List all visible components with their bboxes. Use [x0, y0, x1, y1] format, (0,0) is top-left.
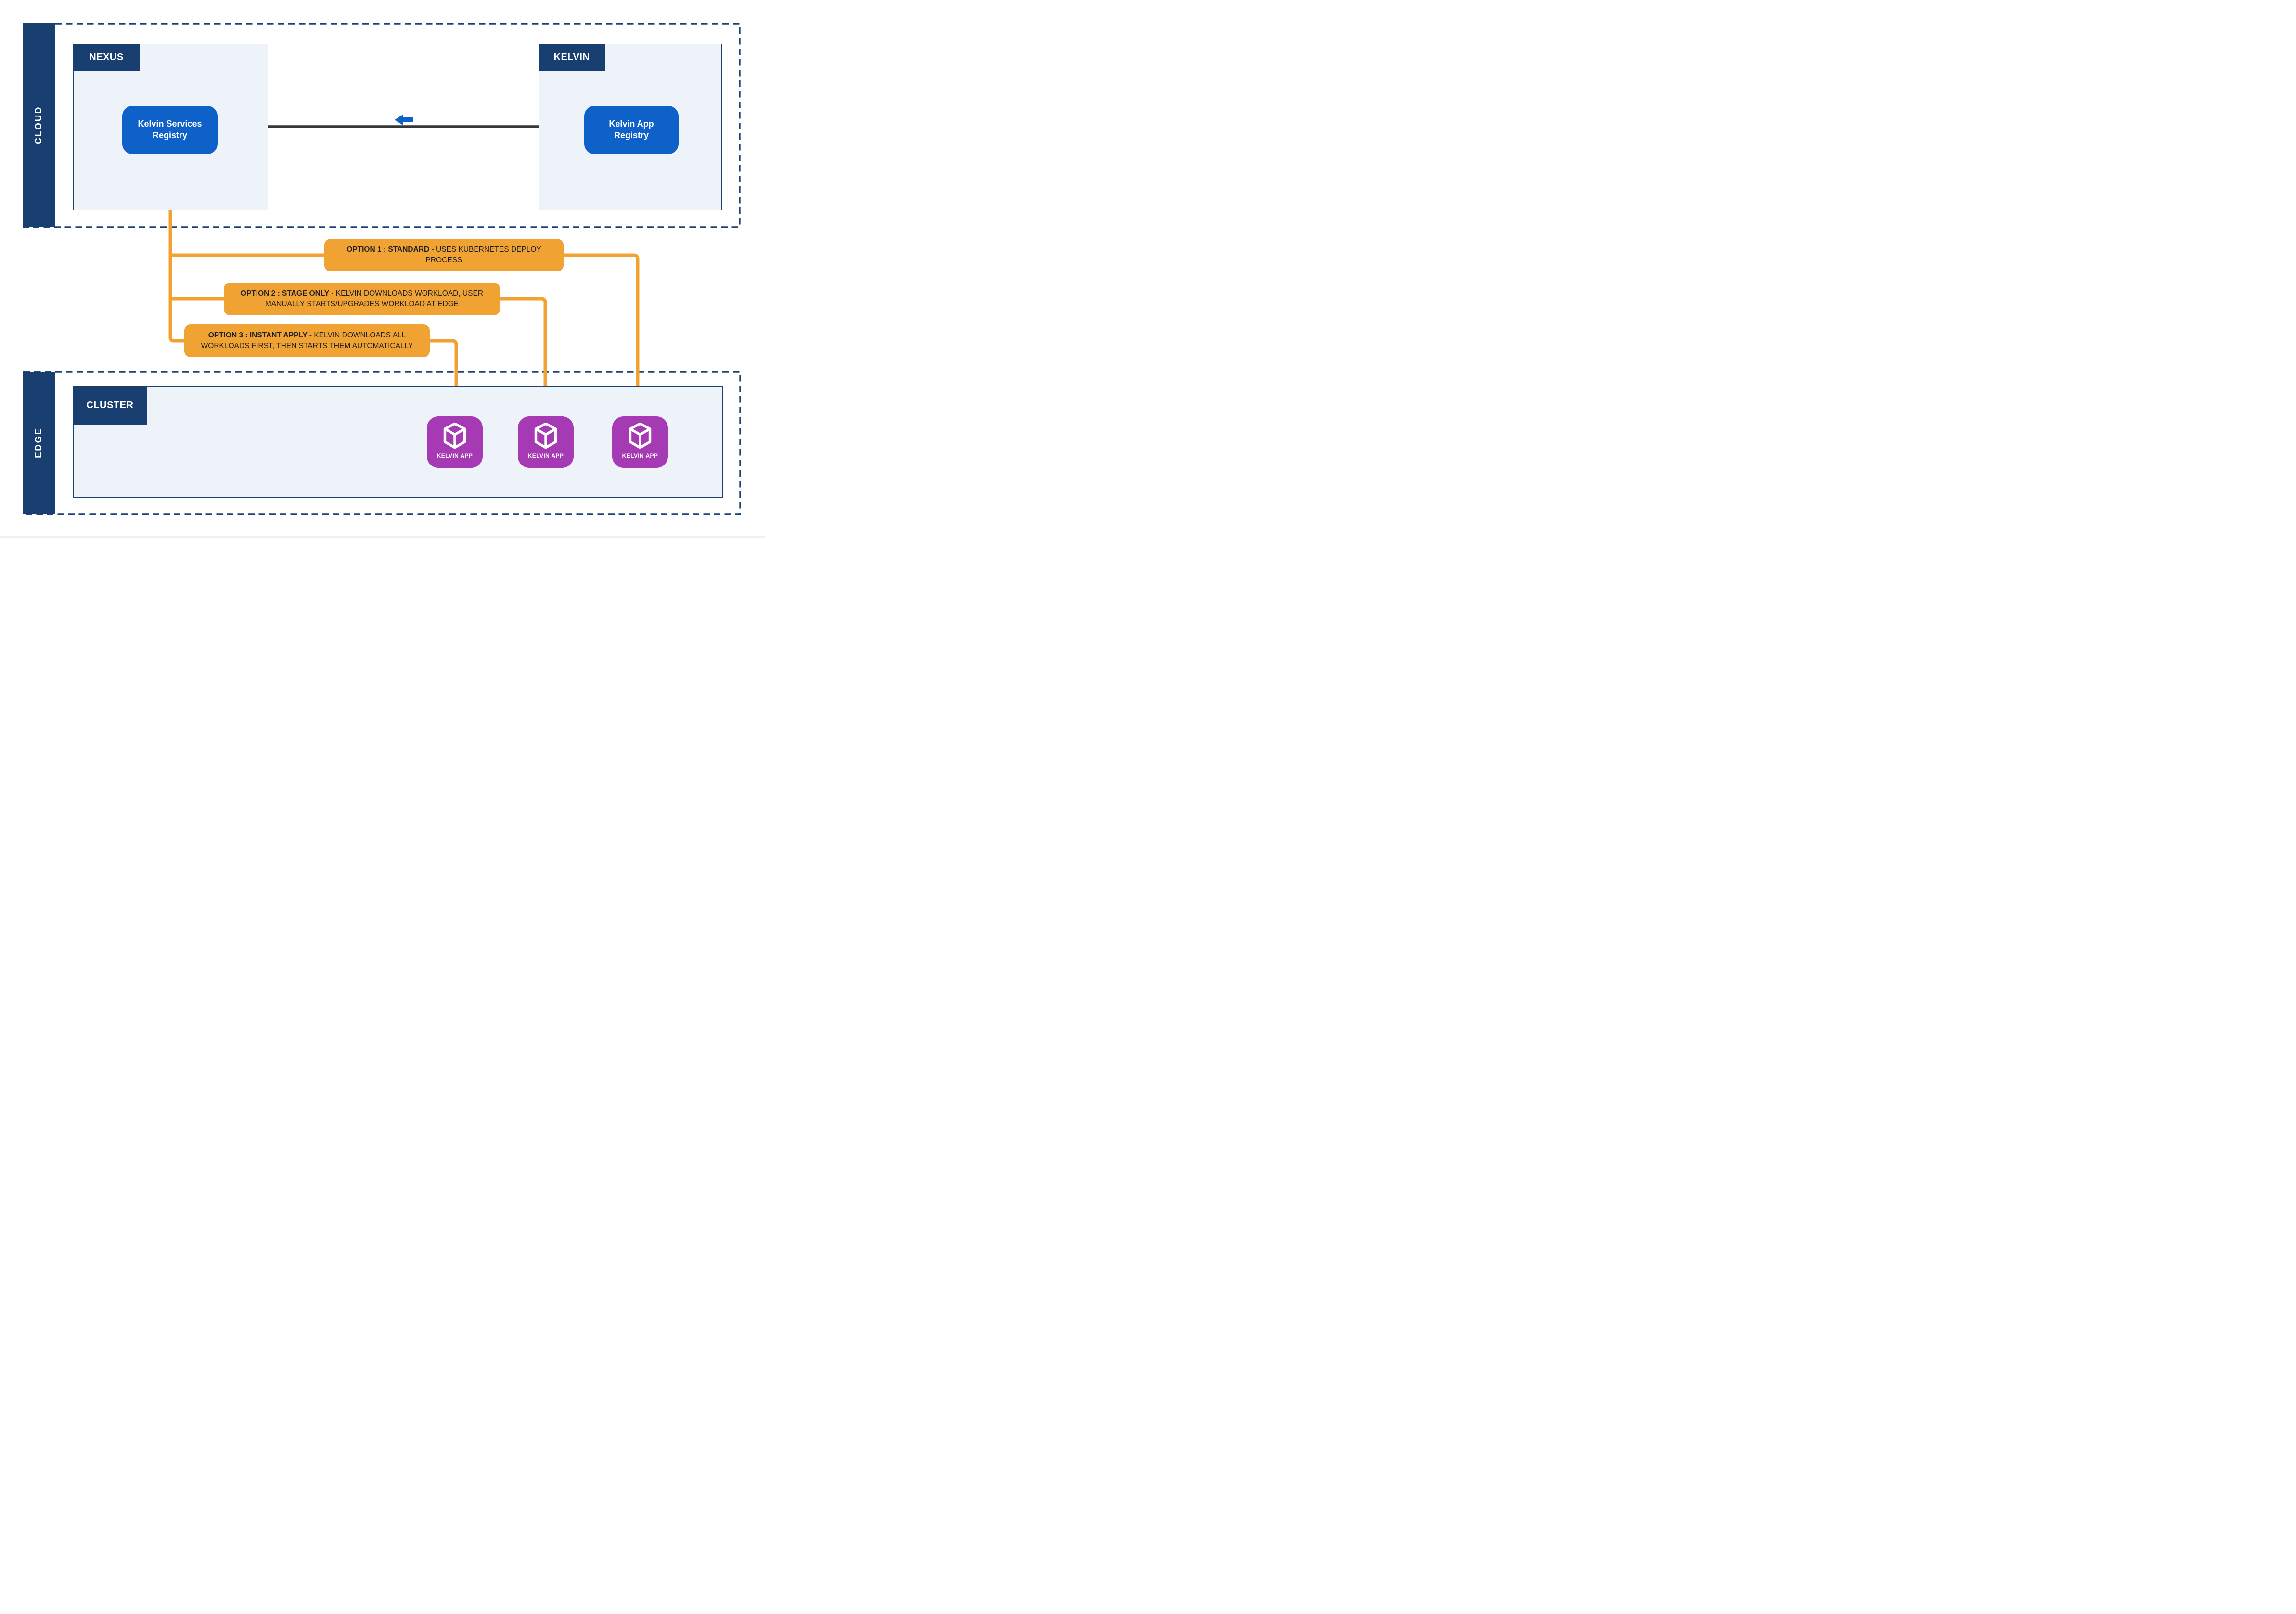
kelvin-services-registry-label: Kelvin Services Registry	[138, 119, 202, 140]
cube-icon	[534, 423, 557, 449]
kelvin-app-tile-2: KELVIN APP	[518, 416, 574, 468]
kelvin-app-tile-1: KELVIN APP	[427, 416, 483, 468]
bottom-edge-strip	[0, 536, 765, 538]
option3-title: OPTION 3 : INSTANT APPLY -	[208, 331, 312, 339]
connector-option2-right	[500, 297, 547, 404]
option2-title: OPTION 2 : STAGE ONLY -	[240, 289, 334, 297]
diagram-canvas: CLOUD NEXUS Kelvin Services Registry KEL…	[0, 0, 765, 538]
edge-region-label: EDGE	[33, 427, 44, 458]
edge-region-sidebar: EDGE	[23, 372, 55, 514]
connector-option3-right	[430, 339, 458, 404]
nexus-label-text: NEXUS	[89, 52, 124, 63]
option3-callout: OPTION 3 : INSTANT APPLY - KELVIN DOWNLO…	[184, 324, 430, 357]
kelvin-services-registry-node: Kelvin Services Registry	[122, 106, 218, 154]
option2-description: KELVIN DOWNLOADS WORKLOAD, USER MANUALLY…	[265, 289, 484, 308]
kelvin-app-label: KELVIN APP	[527, 452, 564, 459]
nexus-panel-label: NEXUS	[73, 44, 140, 71]
cube-icon	[443, 423, 466, 449]
kelvin-app-label: KELVIN APP	[436, 452, 473, 459]
cloud-region-label: CLOUD	[34, 105, 44, 145]
left-arrow-icon	[395, 115, 413, 125]
kelvin-label-text: KELVIN	[553, 52, 590, 63]
kelvin-app-registry-label: Kelvin App Registry	[609, 119, 654, 140]
option1-text: OPTION 1 : STANDARD - USES KUBERNETES DE…	[332, 245, 556, 266]
connector-option1-right	[563, 253, 640, 404]
connector-trunk	[168, 153, 184, 343]
option2-text: OPTION 2 : STAGE ONLY - KELVIN DOWNLOADS…	[231, 288, 492, 310]
option1-callout: OPTION 1 : STANDARD - USES KUBERNETES DE…	[324, 239, 564, 271]
option1-title: OPTION 1 : STANDARD -	[346, 245, 434, 254]
option3-description: KELVIN DOWNLOADS ALL WORKLOADS FIRST, TH…	[201, 331, 413, 350]
option3-text: OPTION 3 : INSTANT APPLY - KELVIN DOWNLO…	[192, 330, 422, 351]
cluster-label-text: CLUSTER	[86, 400, 134, 411]
option1-description: USES KUBERNETES DEPLOY PROCESS	[425, 245, 541, 264]
option2-callout: OPTION 2 : STAGE ONLY - KELVIN DOWNLOADS…	[224, 283, 500, 315]
cube-icon	[629, 423, 652, 449]
cluster-panel-label: CLUSTER	[73, 386, 147, 425]
cloud-region-sidebar: CLOUD	[23, 23, 55, 227]
kelvin-app-tile-3: KELVIN APP	[612, 416, 668, 468]
kelvin-panel-label: KELVIN	[539, 44, 605, 71]
kelvin-app-registry-node: Kelvin App Registry	[584, 106, 679, 154]
kelvin-app-label: KELVIN APP	[622, 452, 658, 459]
